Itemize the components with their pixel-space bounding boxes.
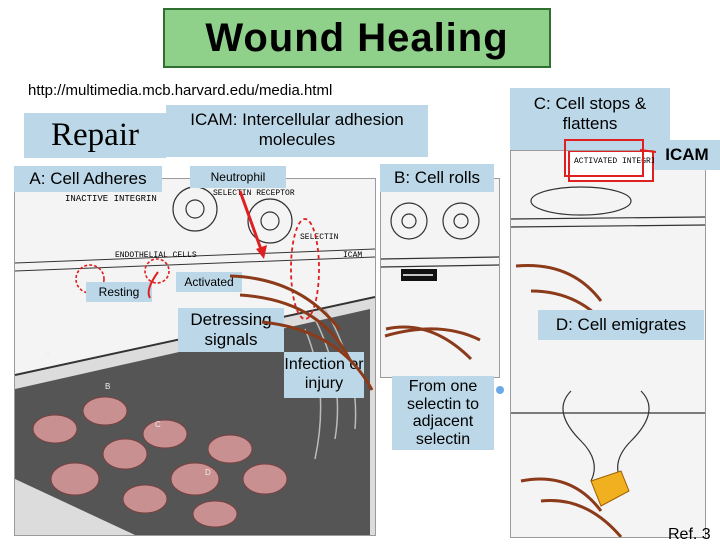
letter-b: B <box>105 382 110 391</box>
step-b-label: B: Cell rolls <box>380 164 494 192</box>
step-a-label: A: Cell Adheres <box>14 166 162 192</box>
step-c-label: C: Cell stops & flattens <box>510 88 670 150</box>
slide-title: Wound Healing <box>163 8 551 68</box>
step-d-label: D: Cell emigrates <box>538 310 704 340</box>
selectin-receptor-text: SELECTIN RECEPTOR <box>213 189 295 198</box>
infection-label: Infection or injury <box>284 352 364 398</box>
resting-label: Resting <box>86 282 152 302</box>
activated-integrins-text: ACTIVATED INTEGRINS <box>574 157 665 166</box>
letter-a: A <box>45 350 51 359</box>
detressing-signals-label: Detressing signals <box>178 308 284 352</box>
icam-label: ICAM <box>654 140 720 170</box>
source-url[interactable]: http://multimedia.mcb.harvard.edu/media.… <box>28 82 333 99</box>
selectin-transfer-label: From one selectin to adjacent selectin <box>392 376 494 450</box>
letter-c: C <box>155 420 161 429</box>
repair-label: Repair <box>24 113 166 158</box>
icam-small-text: ICAM <box>343 251 362 260</box>
letter-d: D <box>205 468 211 477</box>
endothelial-cells-text: ENDOTHELIAL CELLS <box>115 251 197 260</box>
activated-label: Activated <box>176 272 242 292</box>
icam-definition: ICAM: Intercellular adhesion molecules <box>166 105 428 157</box>
inactive-integrin-text: INACTIVE INTEGRIN <box>65 194 157 204</box>
flatten-emigrate-diagram: ACTIVATED INTEGRINS <box>510 150 706 538</box>
neutrophil-label: Neutrophil <box>190 166 286 188</box>
selectin-text: SELECTIN <box>300 233 339 242</box>
reference-label: Ref. 3 <box>668 526 711 543</box>
rolling-diagram <box>380 178 500 378</box>
